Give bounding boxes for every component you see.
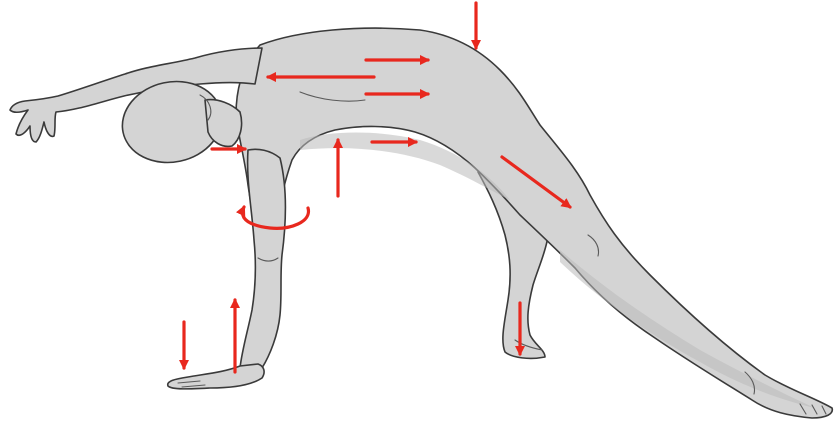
torso-and-front-leg	[236, 28, 832, 418]
supporting-hand	[168, 364, 264, 389]
human-figure	[10, 28, 832, 418]
